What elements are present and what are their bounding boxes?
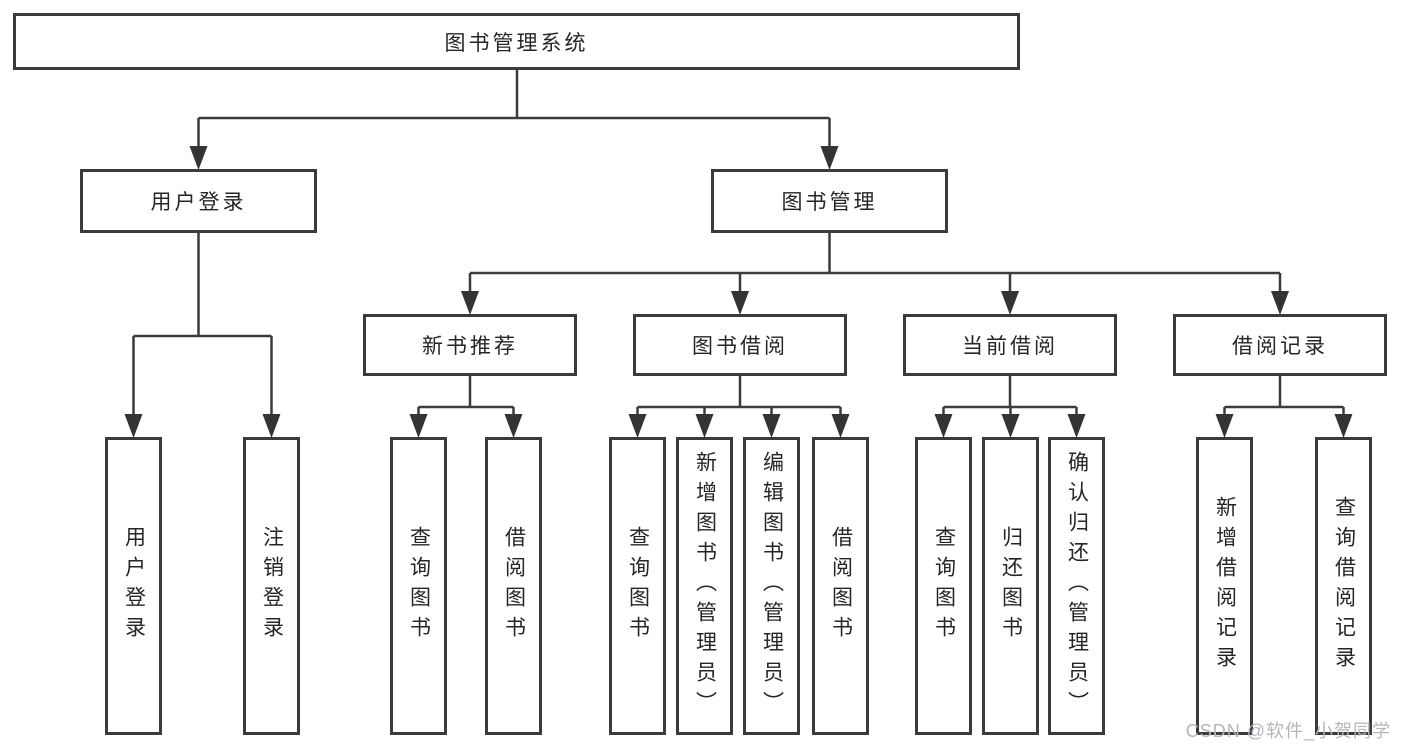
node-leaf-borrow-books: 借阅图书 <box>812 437 869 735</box>
node-new-book-recommend: 新书推荐 <box>363 314 577 376</box>
node-leaf-query-borrow-record: 查询借阅记录 <box>1315 437 1372 735</box>
node-book-borrowing: 图书借阅 <box>633 314 847 376</box>
node-leaf-logout: 注销登录 <box>243 437 300 735</box>
node-root: 图书管理系统 <box>13 13 1020 70</box>
node-leaf-query-books-recommend: 查询图书 <box>390 437 447 735</box>
node-leaf-borrow-books-recommend: 借阅图书 <box>485 437 542 735</box>
node-leaf-add-borrow-record: 新增借阅记录 <box>1196 437 1253 735</box>
node-leaf-return-books: 归还图书 <box>982 437 1039 735</box>
watermark: CSDN @软件_小贺同学 <box>1185 721 1391 741</box>
node-borrowing-records: 借阅记录 <box>1173 314 1387 376</box>
node-user-login: 用户登录 <box>80 169 317 233</box>
node-leaf-query-books-current: 查询图书 <box>915 437 972 735</box>
node-leaf-add-books-admin: 新增图书（管理员） <box>676 437 733 735</box>
node-leaf-confirm-return-admin: 确认归还（管理员） <box>1048 437 1105 735</box>
node-leaf-user-login: 用户登录 <box>105 437 162 735</box>
node-leaf-edit-books-admin: 编辑图书（管理员） <box>743 437 800 735</box>
node-book-management: 图书管理 <box>711 169 948 233</box>
node-current-borrowing: 当前借阅 <box>903 314 1117 376</box>
node-leaf-query-books-borrow: 查询图书 <box>609 437 666 735</box>
